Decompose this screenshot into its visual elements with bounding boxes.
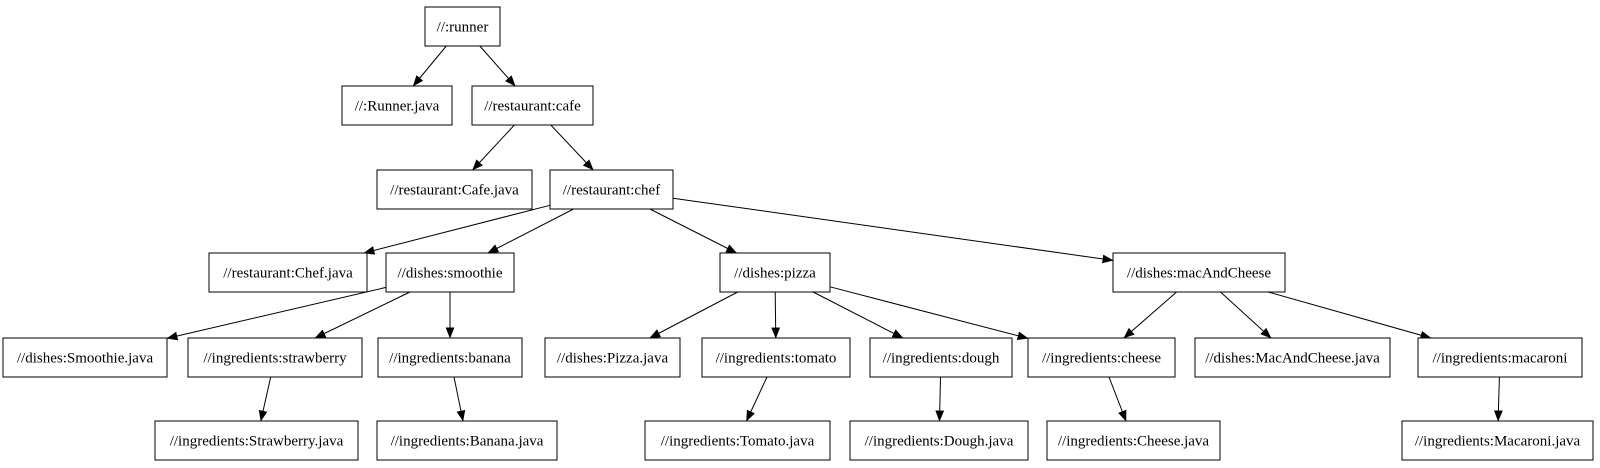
edges-layer xyxy=(166,45,1503,422)
graph-node-box xyxy=(1046,420,1221,461)
graph-node-banana: //ingredients:banana xyxy=(377,337,523,378)
graph-node-box xyxy=(2,337,168,378)
graph-node-label: //ingredients:Tomato.java xyxy=(661,434,815,450)
graph-node-tomato: //ingredients:tomato xyxy=(701,337,851,378)
graph-edge-smoothie-to-strawberry xyxy=(314,291,411,339)
graph-node-label: //ingredients:Dough.java xyxy=(865,434,1014,450)
graph-edge-dough-to-dough_java xyxy=(935,376,945,422)
graph-edge-banana-to-banana_java xyxy=(453,376,466,422)
graph-node-box xyxy=(849,420,1029,461)
graph-node-box xyxy=(376,169,533,210)
graph-node-dough_java: //ingredients:Dough.java xyxy=(849,420,1029,461)
graph-node-box xyxy=(341,85,453,126)
graph-edge-pizza-to-pizza_java xyxy=(649,291,738,339)
graph-node-dough: //ingredients:dough xyxy=(869,337,1013,378)
graph-edge-cafe-to-cafe_java xyxy=(472,124,515,171)
graph-node-label: //ingredients:dough xyxy=(883,351,1000,367)
graph-node-box xyxy=(544,337,681,378)
graph-node-runner_java: //:Runner.java xyxy=(341,85,453,126)
graph-edge-runner-to-runner_java xyxy=(412,45,447,87)
graph-node-label: //restaurant:Chef.java xyxy=(223,266,353,282)
graph-node-label: //dishes:pizza xyxy=(734,266,816,282)
graph-edge-macaroni-to-macaroni_java xyxy=(1494,376,1503,422)
graph-node-label: //ingredients:macaroni xyxy=(1433,351,1568,367)
graph-node-label: //ingredients:Strawberry.java xyxy=(170,434,344,450)
graph-edge-cheese-to-cheese_java xyxy=(1108,376,1127,422)
graph-node-label: //dishes:MacAndCheese.java xyxy=(1205,351,1380,367)
graph-node-label: //:runner xyxy=(437,20,489,36)
graph-edge-tomato-to-tomato_java xyxy=(746,376,768,422)
graph-node-pizza_java: //dishes:Pizza.java xyxy=(544,337,681,378)
graph-node-box xyxy=(1194,337,1391,378)
graph-node-box xyxy=(187,337,363,378)
graph-node-box xyxy=(549,169,674,210)
graph-node-mac_and_cheese: //dishes:macAndCheese xyxy=(1112,252,1286,293)
graph-node-box xyxy=(154,420,359,461)
graph-node-box xyxy=(1401,420,1594,461)
graph-node-box xyxy=(869,337,1013,378)
graph-node-macaroni_java: //ingredients:Macaroni.java xyxy=(1401,420,1594,461)
graph-edge-strawberry-to-strawberry_java xyxy=(258,376,272,422)
graph-node-chef: //restaurant:chef xyxy=(549,169,674,210)
graph-node-box xyxy=(471,85,594,126)
graph-node-macaroni: //ingredients:macaroni xyxy=(1417,337,1583,378)
graph-node-label: //ingredients:strawberry xyxy=(203,351,347,367)
graph-node-label: //ingredients:Banana.java xyxy=(391,434,544,450)
graph-node-label: //:Runner.java xyxy=(355,99,440,115)
graph-node-box xyxy=(376,420,558,461)
graph-edge-mac_and_cheese-to-mac_and_cheese_java xyxy=(1220,291,1272,339)
nodes-layer: //:runner //:Runner.java //restaurant:cafe… xyxy=(2,6,1594,461)
graph-edge-chef-to-mac_and_cheese xyxy=(672,197,1114,264)
graph-node-label: //dishes:Smoothie.java xyxy=(17,351,154,367)
graph-node-box xyxy=(385,252,515,293)
graph-node-mac_and_cheese_java: //dishes:MacAndCheese.java xyxy=(1194,337,1391,378)
graph-node-label: //ingredients:Cheese.java xyxy=(1058,434,1210,450)
graph-node-tomato_java: //ingredients:Tomato.java xyxy=(644,420,831,461)
graph-node-label: //restaurant:Cafe.java xyxy=(390,183,519,199)
graph-node-cafe: //restaurant:cafe xyxy=(471,85,594,126)
graph-edge-chef-to-pizza xyxy=(649,208,738,254)
graph-edge-chef-to-chef_java xyxy=(363,204,551,255)
graph-node-box xyxy=(424,6,501,47)
graph-node-label: //ingredients:cheese xyxy=(1042,351,1161,367)
graph-node-smoothie_java: //dishes:Smoothie.java xyxy=(2,337,168,378)
graph-edge-pizza-to-tomato xyxy=(771,291,781,339)
graph-node-strawberry_java: //ingredients:Strawberry.java xyxy=(154,420,359,461)
graph-node-label: //dishes:Pizza.java xyxy=(557,351,669,367)
graph-node-chef_java: //restaurant:Chef.java xyxy=(208,252,368,293)
graph-edge-runner-to-cafe xyxy=(479,45,516,87)
graph-node-cheese_java: //ingredients:Cheese.java xyxy=(1046,420,1221,461)
graph-edge-chef-to-smoothie xyxy=(487,208,574,254)
graph-node-pizza: //dishes:pizza xyxy=(719,252,831,293)
graph-node-label: //dishes:smoothie xyxy=(398,266,503,282)
graph-node-box xyxy=(1112,252,1286,293)
graph-node-box xyxy=(644,420,831,461)
graph-node-label: //dishes:macAndCheese xyxy=(1127,266,1271,282)
graph-node-box xyxy=(1417,337,1583,378)
graph-node-label: //restaurant:chef xyxy=(563,183,660,199)
graph-node-label: //restaurant:cafe xyxy=(484,99,581,115)
graph-node-label: //ingredients:tomato xyxy=(716,351,837,367)
graph-node-strawberry: //ingredients:strawberry xyxy=(187,337,363,378)
graph-node-banana_java: //ingredients:Banana.java xyxy=(376,420,558,461)
graph-node-box xyxy=(719,252,831,293)
graph-node-cafe_java: //restaurant:Cafe.java xyxy=(376,169,533,210)
graph-node-box xyxy=(377,337,523,378)
graph-node-box xyxy=(1027,337,1176,378)
graph-node-box xyxy=(701,337,851,378)
graph-node-label: //ingredients:banana xyxy=(389,351,511,367)
graph-edge-cafe-to-chef xyxy=(550,124,594,171)
graph-edge-mac_and_cheese-to-cheese xyxy=(1123,291,1177,339)
graph-node-runner: //:runner xyxy=(424,6,501,47)
graph-node-cheese: //ingredients:cheese xyxy=(1027,337,1176,378)
graph-node-smoothie: //dishes:smoothie xyxy=(385,252,515,293)
graph-edge-mac_and_cheese-to-macaroni xyxy=(1267,291,1432,340)
graph-node-label: //ingredients:Macaroni.java xyxy=(1415,434,1581,450)
graph-edge-pizza-to-dough xyxy=(812,291,904,339)
graph-edge-smoothie-to-smoothie_java xyxy=(166,286,387,341)
graph-edge-pizza-to-cheese xyxy=(829,286,1029,341)
graph-node-box xyxy=(208,252,368,293)
